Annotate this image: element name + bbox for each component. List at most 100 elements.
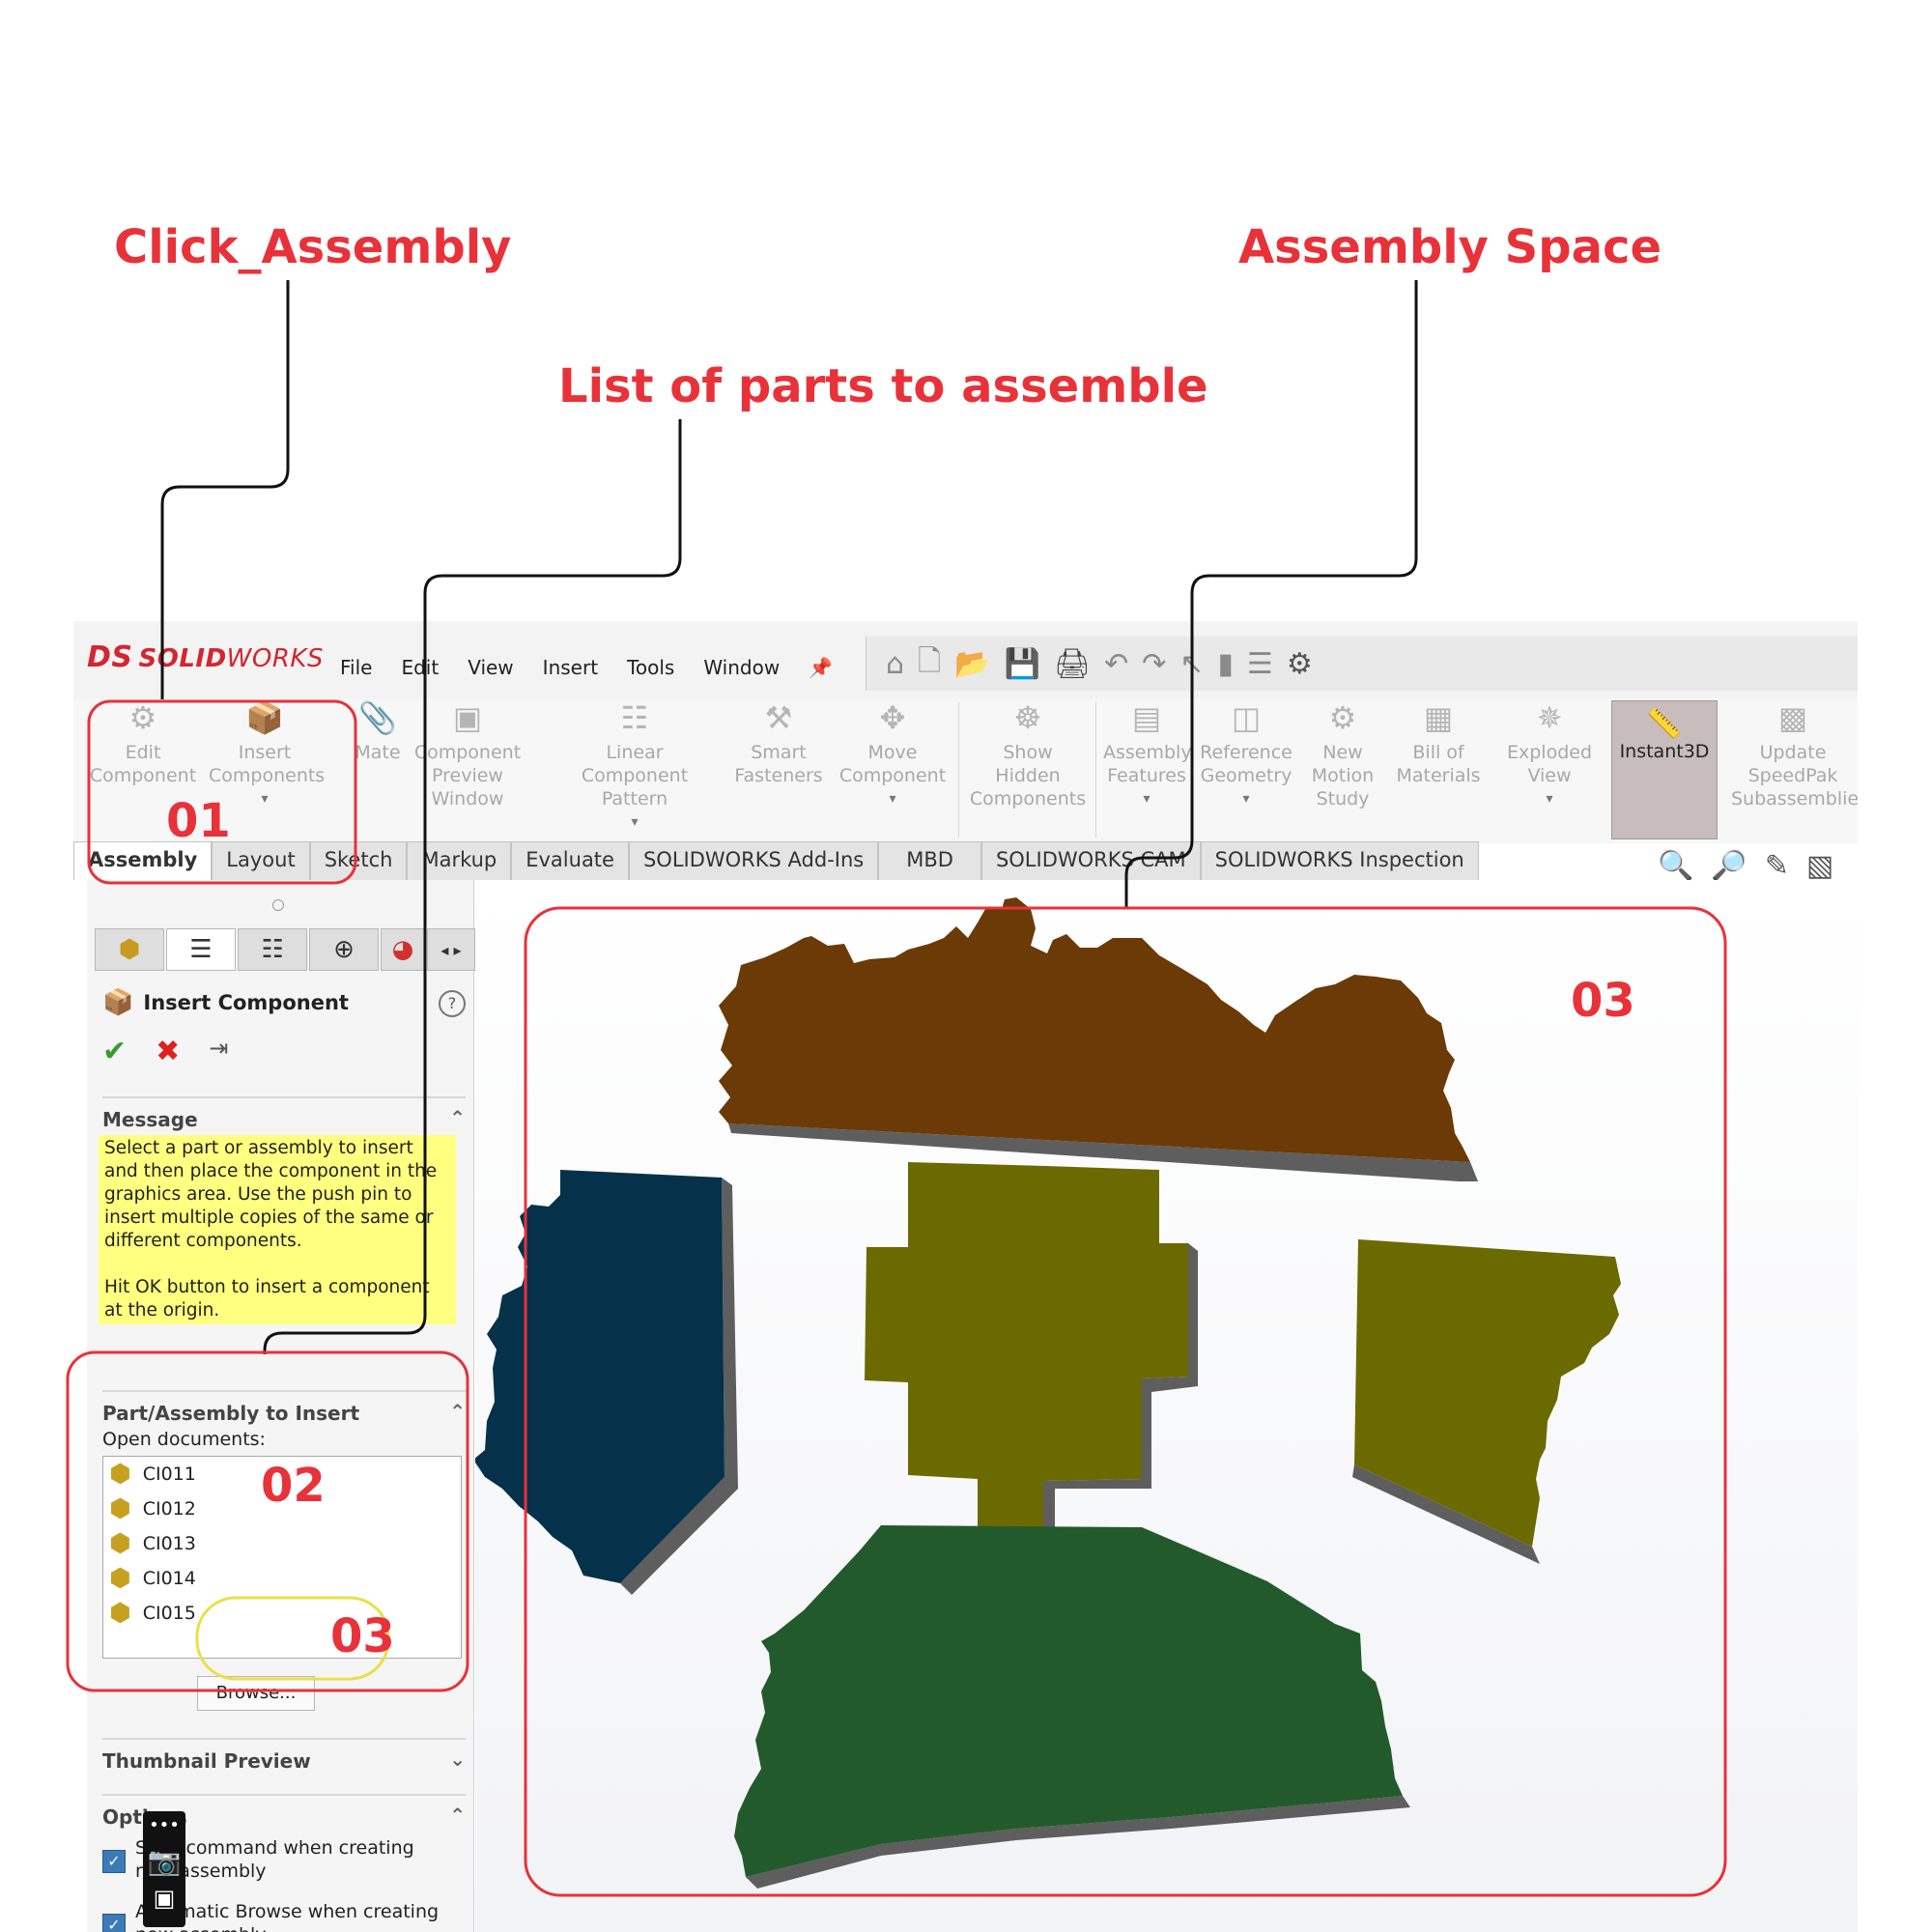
- pin-icon[interactable]: 📌: [809, 656, 834, 679]
- menu-tools[interactable]: Tools: [627, 656, 675, 679]
- part-icon: ⬢: [109, 1599, 131, 1628]
- dropdown-arrow-icon[interactable]: ▾: [1546, 791, 1553, 807]
- checkbox-checked[interactable]: ✓: [102, 1850, 126, 1873]
- message-section-header[interactable]: Message⌃: [102, 1096, 466, 1131]
- save-icon[interactable]: 💾: [1004, 646, 1040, 681]
- select-icon[interactable]: ↖: [1179, 646, 1205, 681]
- redo-icon[interactable]: ↷: [1142, 646, 1167, 681]
- edit-component-button[interactable]: ⚙Edit Component: [87, 699, 199, 787]
- open-documents-label: Open documents:: [102, 1429, 266, 1450]
- chevron-up-icon[interactable]: ⌃: [449, 1400, 466, 1423]
- smart-fasteners-button[interactable]: ⚒Smart Fasteners: [730, 702, 827, 787]
- command-manager-tabs: Assembly Layout Sketch Markup Evaluate S…: [73, 841, 1479, 880]
- assembly-features-button[interactable]: ▤Assembly Features▾: [1103, 702, 1192, 810]
- update-speedpak-button[interactable]: ▩Update SpeedPak Subassemblie: [1731, 699, 1858, 810]
- move-component-button[interactable]: ✥Move Component▾: [837, 702, 949, 810]
- part-olive-cross-face: [865, 1162, 1188, 1547]
- part-brown[interactable]: [719, 897, 1478, 1181]
- dropdown-arrow-icon[interactable]: ▾: [1242, 791, 1250, 807]
- show-hidden-icon: ☸: [1013, 699, 1042, 736]
- command-manager-ribbon: ⚙Edit Component 📦Insert Components▾ 📎Mat…: [73, 698, 1858, 843]
- tab-markup[interactable]: Markup: [407, 841, 512, 880]
- show-hidden-components-button[interactable]: ☸Show Hidden Components: [969, 699, 1087, 810]
- list-item[interactable]: ⬢CI015: [109, 1599, 196, 1628]
- heads-up-view-toolbar: 🔍 🔎 ✎ ▧: [1658, 849, 1833, 883]
- option-automatic-browse[interactable]: ✓Automatic Browse when creating new asse…: [102, 1900, 454, 1932]
- feature-manager-tab-icon[interactable]: ⬢: [95, 928, 164, 971]
- part-green[interactable]: [734, 1525, 1410, 1889]
- screen-record-icon[interactable]: ▣: [153, 1885, 176, 1912]
- menu-edit[interactable]: Edit: [401, 656, 440, 679]
- camera-icon[interactable]: 📷: [147, 1845, 182, 1877]
- browse-button[interactable]: Browse...: [197, 1676, 315, 1711]
- edit-component-icon: ⚙: [128, 699, 157, 736]
- mate-button[interactable]: 📎Mate: [352, 702, 404, 764]
- options-gear-icon[interactable]: ⚙: [1286, 646, 1313, 681]
- part-assembly-section-header[interactable]: Part/Assembly to Insert⌃: [102, 1390, 466, 1425]
- part-olive-right[interactable]: [1352, 1239, 1621, 1564]
- panel-grip[interactable]: [272, 899, 284, 911]
- ok-check-icon[interactable]: ✔: [102, 1035, 128, 1068]
- file-properties-icon[interactable]: ☰: [1246, 646, 1273, 681]
- tab-solidworks-cam[interactable]: SOLIDWORKS CAM: [980, 841, 1201, 880]
- dropdown-arrow-icon[interactable]: ▾: [631, 814, 639, 830]
- zoom-to-fit-icon[interactable]: 🔍: [1658, 849, 1694, 883]
- checkbox-checked[interactable]: ✓: [102, 1914, 126, 1932]
- more-options-icon[interactable]: •••: [149, 1815, 180, 1835]
- tab-scroll-arrows-icon[interactable]: ◂ ▸: [427, 928, 475, 971]
- dimxpert-tab-icon[interactable]: ⊕: [309, 928, 379, 971]
- print-icon[interactable]: 🖨: [1053, 646, 1091, 681]
- part-olive-cross[interactable]: [865, 1162, 1198, 1556]
- rebuild-icon[interactable]: ▮: [1217, 646, 1234, 681]
- component-preview-window-button[interactable]: ▣Component Preview Window: [412, 702, 524, 810]
- exploded-view-icon: ✵: [1536, 699, 1563, 736]
- chevron-up-icon[interactable]: ⌃: [449, 1804, 466, 1827]
- dropdown-arrow-icon[interactable]: ▾: [889, 791, 896, 807]
- property-manager-actions: ✔ ✖ ⇥: [102, 1035, 228, 1068]
- tab-solidworks-add-ins[interactable]: SOLIDWORKS Add-Ins: [628, 841, 879, 880]
- annotation-number-02: 02: [261, 1459, 326, 1513]
- menu-file[interactable]: File: [340, 656, 373, 679]
- part-navy[interactable]: [473, 1170, 738, 1595]
- home-icon[interactable]: ⌂: [886, 646, 905, 681]
- new-motion-study-button[interactable]: ⚙New Motion Study: [1304, 702, 1381, 810]
- configuration-manager-tab-icon[interactable]: ☷: [238, 928, 307, 971]
- linear-component-pattern-button[interactable]: ☷Linear Component Pattern▾: [551, 702, 719, 834]
- menu-view[interactable]: View: [468, 656, 514, 679]
- cancel-x-icon[interactable]: ✖: [156, 1035, 181, 1068]
- previous-view-icon[interactable]: ✎: [1764, 849, 1789, 883]
- screenshot-overlay-widget[interactable]: ••• 📷 ▣: [143, 1811, 185, 1927]
- exploded-view-button[interactable]: ✵Exploded View▾: [1501, 699, 1598, 810]
- menu-insert[interactable]: Insert: [542, 656, 599, 679]
- help-icon[interactable]: ?: [439, 990, 466, 1017]
- part-icon: ⬢: [109, 1460, 131, 1489]
- section-view-icon[interactable]: ▧: [1805, 849, 1834, 883]
- graphics-area[interactable]: [473, 880, 1858, 1932]
- click-assembly-annotation: Click_Assembly: [114, 220, 512, 274]
- chevron-up-icon[interactable]: ⌃: [449, 1106, 466, 1129]
- reference-geometry-button[interactable]: ◫Reference Geometry▾: [1198, 702, 1294, 810]
- tab-sketch[interactable]: Sketch: [309, 841, 408, 880]
- tab-solidworks-inspection[interactable]: SOLIDWORKS Inspection: [1200, 841, 1479, 880]
- bill-of-materials-button[interactable]: ▦Bill of Materials: [1396, 699, 1481, 786]
- new-document-icon[interactable]: 🗋: [918, 643, 942, 678]
- part-olive-right-face: [1354, 1239, 1621, 1547]
- thumbnail-preview-section-header[interactable]: Thumbnail Preview⌄: [102, 1738, 466, 1773]
- push-pin-icon[interactable]: ⇥: [209, 1035, 229, 1062]
- open-icon[interactable]: 📂: [954, 646, 991, 681]
- tab-mbd[interactable]: MBD: [878, 841, 981, 880]
- instant3d-button[interactable]: 📏Instant3D: [1611, 700, 1718, 839]
- tab-evaluate[interactable]: Evaluate: [511, 841, 629, 880]
- list-item[interactable]: ⬢CI014: [109, 1564, 196, 1593]
- dropdown-arrow-icon[interactable]: ▾: [1143, 791, 1151, 807]
- zoom-to-area-icon[interactable]: 🔎: [1711, 849, 1747, 883]
- chevron-down-icon[interactable]: ⌄: [449, 1747, 466, 1771]
- undo-icon[interactable]: ↶: [1103, 646, 1129, 681]
- annotation-number-01: 01: [166, 794, 231, 848]
- menu-window[interactable]: Window: [703, 656, 781, 679]
- list-item[interactable]: ⬢CI013: [109, 1529, 196, 1558]
- ribbon-separator: [1095, 702, 1096, 838]
- display-manager-tab-icon[interactable]: ◕: [381, 928, 425, 971]
- property-manager-tab-icon[interactable]: ☰: [166, 928, 236, 971]
